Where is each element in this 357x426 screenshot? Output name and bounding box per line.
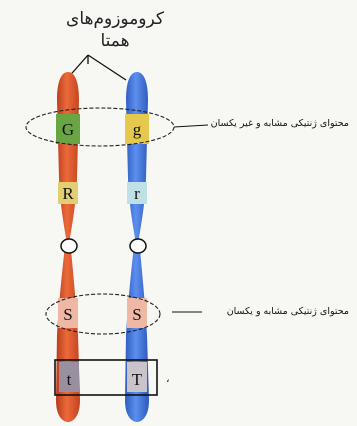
centromere-left (60, 238, 78, 254)
gene-band-r-right (127, 182, 147, 204)
dashed-ellipse-different (25, 107, 175, 147)
dashed-ellipse-same (45, 293, 161, 335)
gene-letter-r: r (134, 184, 140, 203)
gene-letter-T: T (132, 370, 143, 389)
title-pointer (65, 54, 127, 81)
diagram-title: کروموزوم‌های همتا (40, 8, 190, 52)
label-similar-not-identical: محتوای ژنتیکی مشابه و غیر یکسان (210, 118, 349, 129)
gene-band-G-left (56, 114, 80, 144)
title-line-1: کروموزوم‌های (66, 9, 164, 29)
gene-band-g-right (125, 114, 149, 144)
gene-band-T-right (127, 362, 147, 392)
label-similar-identical: محتوای ژنتیکی مشابه و یکسان (226, 306, 349, 317)
stray-mark: ، (166, 372, 170, 385)
leader-line-different (173, 124, 209, 128)
gene-letter-t: t (67, 370, 72, 389)
gene-band-S-left (58, 298, 78, 328)
gene-band-S-right (127, 298, 147, 328)
gene-band-R-left (58, 182, 78, 204)
gene-letter-R: R (62, 184, 74, 203)
centromere-right (129, 238, 147, 254)
gene-letter-g: g (133, 120, 142, 139)
gene-letter-S-left: S (63, 305, 72, 324)
gene-letter-G: G (62, 120, 74, 139)
bottom-locus-box (54, 359, 158, 396)
gene-band-t-left (59, 362, 79, 392)
gene-letter-S-right: S (132, 305, 141, 324)
title-line-2: همتا (100, 31, 130, 51)
